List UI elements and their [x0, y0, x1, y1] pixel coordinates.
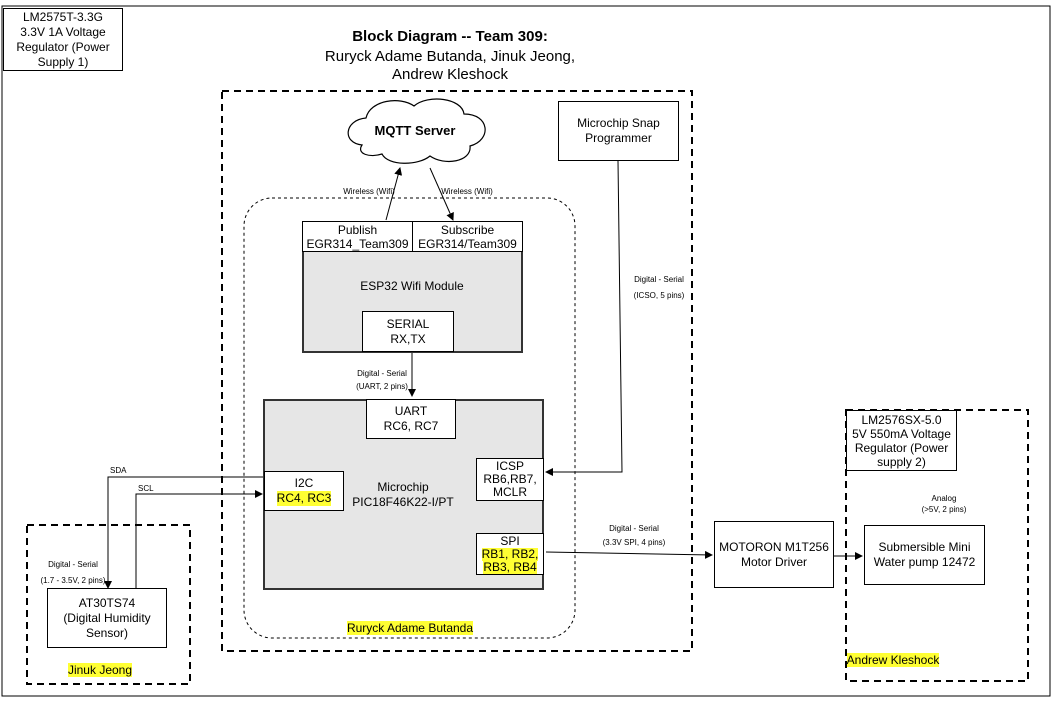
spi-link-line1: Digital - Serial — [609, 524, 659, 533]
spi-link-label: Digital - Serial (3.3V SPI, 4 pins) — [594, 522, 674, 550]
spi-line1: SPI — [500, 533, 520, 548]
wire-spi-to-driver — [545, 550, 713, 559]
reg1-line2: 3.3V 1A Voltage — [20, 24, 106, 39]
scl-label: SCL — [138, 484, 154, 493]
icsp-line2: RB6,RB7, — [483, 472, 537, 486]
uart-link-line2: (UART, 2 pins) — [356, 382, 408, 391]
analog-link-label: Analog (>5V, 2 pins) — [912, 493, 976, 515]
wire-snap-to-icsp — [545, 160, 623, 476]
uart-line1: UART — [394, 404, 428, 418]
spi-box: SPI RB1, RB2, RB3, RB4 — [476, 533, 544, 575]
wire-sda — [104, 476, 264, 589]
diagram-subtitle-1: Ruryck Adame Butanda, Jinuk Jeong, — [324, 48, 576, 65]
group-jinuk-border — [26, 524, 191, 685]
page-frame — [1, 5, 1051, 697]
owner-andrew-label: Andrew Kleshock — [830, 653, 956, 667]
water-pump-box: Submersible Mini Water pump 12472 — [864, 525, 985, 585]
mqtt-cloud-shape — [347, 98, 486, 164]
wire-scl — [135, 490, 263, 588]
reg2-line1: LM2576SX-5.0 — [861, 412, 942, 427]
sensor-link-label: Digital - Serial (1.7 - 3.5V, 2 pins) — [30, 557, 116, 589]
reg2-line2: 5V 550mA Voltage — [852, 426, 951, 441]
snap-line2: Programmer — [585, 131, 652, 145]
motor-driver-box: MOTORON M1T256 Motor Driver — [714, 521, 834, 588]
group-esp-mcu-border — [243, 197, 576, 639]
spi-line2: RB1, RB2, — [481, 546, 539, 561]
mqtt-server-label: MQTT Server — [374, 123, 456, 138]
sensor-box: AT30TS74 (Digital Humidity Sensor) — [47, 588, 167, 648]
uart-link-label: Digital - Serial (UART, 2 pins) — [342, 367, 422, 393]
wireless-left-label: Wireless (Wifi) — [343, 187, 395, 196]
mcu-line2: PIC18F46K22-I/PT — [352, 495, 454, 509]
i2c-pins: RC4, RC3 — [276, 491, 332, 506]
spi-line3: RB3, RB4 — [483, 559, 537, 574]
reg2-line3: Regulator (Power — [854, 440, 949, 455]
subscribe-box: Subscribe EGR314/Team309 — [412, 221, 523, 252]
esp32-label: ESP32 Wifi Module — [360, 279, 464, 293]
icsp-box: ICSP RB6,RB7, MCLR — [476, 458, 544, 501]
regulator-2-box: LM2576SX-5.0 5V 550mA Voltage Regulator … — [846, 410, 957, 471]
diagram-title: Block Diagram -- Team 309: — [352, 28, 548, 45]
analog-line2: (>5V, 2 pins) — [921, 505, 967, 514]
reg1-line4: Supply 1) — [37, 54, 89, 69]
owner-jinuk-text: Jinuk Jeong — [67, 663, 133, 677]
icsp-line3: MCLR — [492, 485, 527, 499]
reg1-line3: Regulator (Power — [16, 39, 110, 54]
mcu-label: Microchip PIC18F46K22-I/PT — [343, 480, 463, 510]
publish-line2: EGR314_Team309 — [306, 236, 409, 251]
pump-line2: Water pump 12472 — [873, 555, 976, 569]
owner-andrew-text: Andrew Kleshock — [846, 653, 940, 667]
spi-link-line2: (3.3V SPI, 4 pins) — [602, 538, 666, 547]
owner-ruryck-text: Ruryck Adame Butanda — [346, 621, 474, 635]
wire-publish-to-mqtt — [385, 167, 403, 221]
sensor-line3: Sensor) — [85, 625, 129, 640]
icsp-link-label: Digital - Serial (ICSO, 5 pins) — [614, 272, 704, 304]
reg1-line1: LM2575T-3.3G — [22, 9, 104, 24]
driver-line1: MOTORON M1T256 — [719, 539, 829, 554]
pump-line1: Submersible Mini — [878, 540, 971, 554]
snap-programmer-box: Microchip Snap Programmer — [558, 101, 679, 161]
regulator-1-box: LM2575T-3.3G 3.3V 1A Voltage Regulator (… — [3, 8, 123, 71]
publish-line1: Publish — [337, 222, 378, 237]
analog-line1: Analog — [931, 494, 957, 503]
uart-box: UART RC6, RC7 — [366, 399, 456, 439]
sda-label: SDA — [110, 466, 127, 475]
icsp-link-line2: (ICSO, 5 pins) — [633, 291, 685, 300]
uart-line2: RC6, RC7 — [383, 419, 439, 433]
sensor-link-line1: Digital - Serial — [48, 560, 98, 569]
serial-line2: RX,TX — [390, 331, 426, 346]
driver-line2: Motor Driver — [740, 554, 807, 569]
owner-ruryck-label: Ruryck Adame Butanda — [330, 621, 490, 635]
mcu-line1: Microchip — [377, 480, 429, 494]
snap-line1: Microchip Snap — [577, 116, 660, 130]
i2c-line1: I2C — [294, 476, 314, 490]
subscribe-line2: EGR314/Team309 — [418, 236, 517, 251]
sensor-link-line2: (1.7 - 3.5V, 2 pins) — [40, 576, 106, 585]
publish-box: Publish EGR314_Team309 — [302, 221, 413, 252]
i2c-box: I2C RC4, RC3 — [264, 471, 344, 511]
icsp-link-line1: Digital - Serial — [634, 275, 684, 284]
owner-jinuk-label: Jinuk Jeong — [40, 663, 160, 677]
diagram-subtitle-2: Andrew Kleshock — [392, 66, 508, 83]
wireless-right-label: Wireless (Wifi) — [441, 187, 493, 196]
sensor-line1: AT30TS74 — [78, 595, 136, 610]
sensor-line2: (Digital Humidity — [63, 610, 151, 625]
serial-line1: SERIAL — [386, 316, 430, 331]
wire-mqtt-to-subscribe — [429, 167, 454, 221]
serial-box: SERIAL RX,TX — [362, 311, 454, 352]
uart-link-line1: Digital - Serial — [357, 369, 407, 378]
icsp-line1: ICSP — [495, 459, 524, 473]
group-ruryck-border — [221, 90, 693, 652]
subscribe-line1: Subscribe — [440, 222, 495, 237]
reg2-line4: supply 2) — [877, 454, 926, 469]
